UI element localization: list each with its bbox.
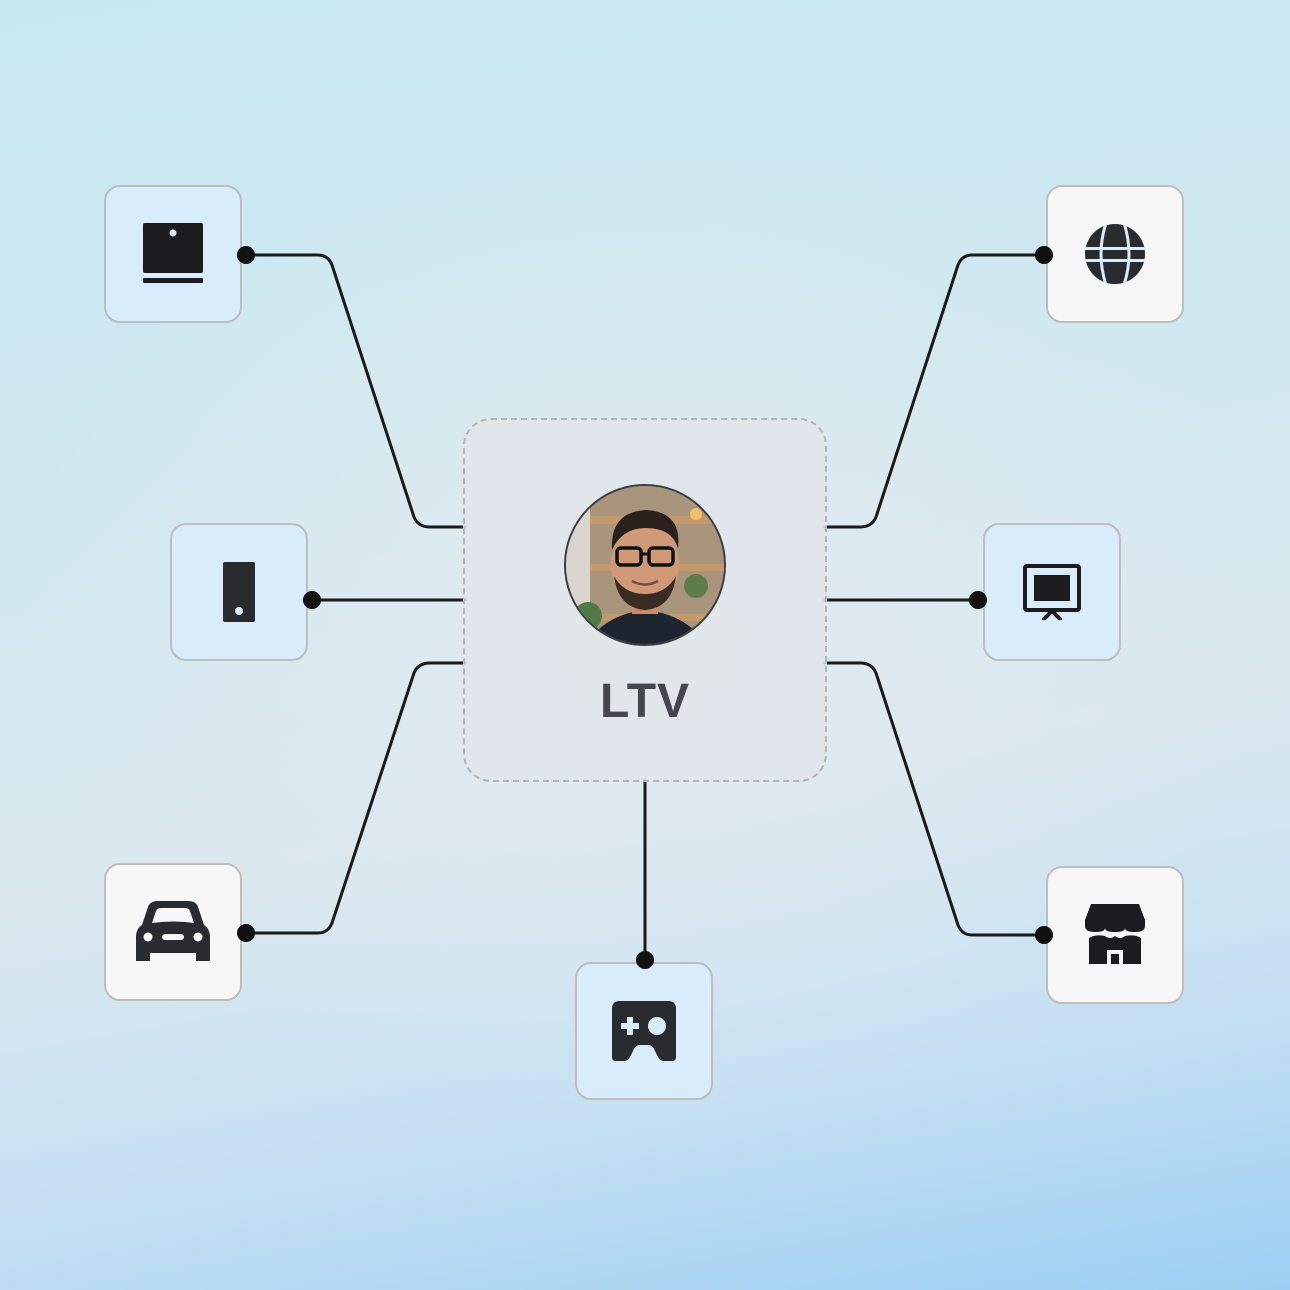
globe-icon: [1085, 224, 1145, 284]
dot-mobile: [303, 591, 321, 609]
connector-laptop: [244, 253, 467, 529]
mobile-phone-icon: [223, 562, 255, 622]
connector-web: [823, 253, 1046, 529]
dot-gaming: [636, 951, 654, 969]
node-gaming[interactable]: [575, 962, 713, 1100]
car-icon: [136, 901, 210, 961]
connector-car: [244, 661, 467, 935]
dot-store: [1035, 926, 1053, 944]
node-mobile[interactable]: [170, 523, 308, 661]
dot-presentation: [969, 591, 987, 609]
dot-web: [1035, 246, 1053, 264]
dot-car: [237, 924, 255, 942]
ltv-center-card[interactable]: LTV: [463, 418, 827, 782]
node-store[interactable]: [1046, 866, 1184, 1004]
laptop-icon: [143, 223, 203, 283]
presentation-screen-icon: [1023, 564, 1081, 620]
avatar: [564, 484, 726, 646]
person-portrait-avatar: [566, 486, 724, 644]
node-laptop[interactable]: [104, 185, 242, 323]
node-presentation[interactable]: [983, 523, 1121, 661]
storefront-icon: [1085, 904, 1145, 964]
dot-laptop: [237, 246, 255, 264]
connector-store: [823, 661, 1046, 937]
center-label: LTV: [599, 675, 691, 728]
node-car[interactable]: [104, 863, 242, 1001]
game-controller-icon: [612, 1001, 676, 1061]
